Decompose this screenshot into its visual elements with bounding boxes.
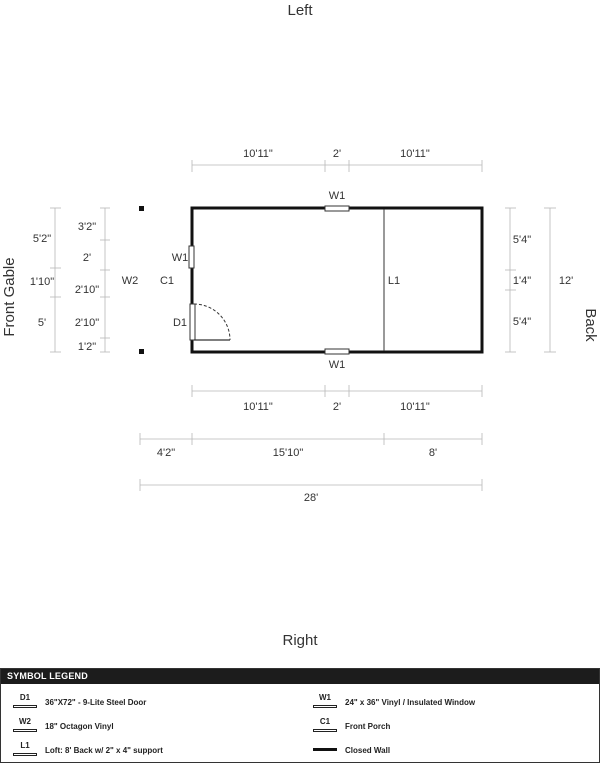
window-w1-top [324,205,350,212]
legend-text: 36"X72" - 9-Lite Steel Door [45,697,147,707]
symbol-w2: W2 [122,275,139,287]
legend-text: 24" x 36" Vinyl / Insulated Window [345,697,476,707]
dimension-left-outer [50,207,61,353]
dim-left-inner-c: 2'10" [75,284,99,296]
window-symbol-icon: W1 [313,693,337,711]
symbol-d1: D1 [173,317,187,329]
dim-left-outer-mid: 1'10" [30,276,54,288]
dimension-left-inner [100,207,110,353]
dimension-sections [139,433,483,445]
dim-left-outer-bot: 5' [38,317,46,329]
porch-post [139,349,144,354]
dim-right-bot: 5'4" [513,316,531,328]
loft-symbol-icon: L1 [13,741,37,759]
dim-total: 28' [304,492,318,504]
dim-porch: 4'2" [157,447,175,459]
side-label-back: Back [582,308,599,342]
legend-text: Closed Wall [345,745,391,755]
legend-item-closed-wall: Closed Wall [313,741,390,759]
closed-wall-symbol-icon [313,741,337,759]
dim-right-total: 12' [559,275,573,287]
legend-code: C1 [319,717,331,726]
window-w1-left [188,245,195,269]
side-label-front-gable: Front Gable [1,257,18,336]
dim-right-top: 5'4" [513,234,531,246]
dim-left-outer-top: 5'2" [33,233,51,245]
porch-symbol-icon: C1 [313,717,337,735]
legend-item-l1: L1 Loft: 8' Back w/ 2" x 4" support [13,741,163,759]
legend-text: Front Porch [345,721,391,731]
symbol-w1-left: W1 [172,252,189,264]
legend-item-w1: W1 24" x 36" Vinyl / Insulated Window [313,693,475,711]
door-d1-swing [193,303,231,341]
dim-top-right: 10'11" [400,148,430,160]
dim-bot-left: 10'11" [243,401,273,413]
legend-code: W1 [319,693,331,702]
dim-right-mid: 1'4" [513,275,531,287]
legend-code: W2 [19,717,31,726]
dimension-right [505,207,556,353]
legend-text: Loft: 8' Back w/ 2" x 4" support [45,745,163,755]
legend-item-d1: D1 36"X72" - 9-Lite Steel Door [13,693,146,711]
dimension-bottom [191,385,483,397]
porch-post [139,206,144,211]
door-symbol-icon: D1 [13,693,37,711]
legend-title: SYMBOL LEGEND [1,669,599,684]
building-walls [190,206,484,354]
symbol-w1-bottom: W1 [329,359,346,371]
dim-bot-right: 10'11" [400,401,430,413]
symbol-l1: L1 [388,275,400,287]
dim-loft: 8' [429,447,437,459]
dim-body: 15'10" [273,447,304,459]
symbol-legend: SYMBOL LEGEND D1 36"X72" - 9-Lite Steel … [0,668,600,763]
side-label-right: Right [282,632,318,649]
dimension-total [139,479,483,491]
legend-item-c1: C1 Front Porch [313,717,390,735]
dim-left-inner-d: 2'10" [75,317,99,329]
dim-left-inner-e: 1'2" [78,341,96,353]
legend-item-w2: W2 18" Octagon Vinyl [13,717,114,735]
dim-left-inner-b: 2' [83,252,91,264]
door-d1-opening [189,303,196,341]
dimension-top [191,160,483,172]
side-label-left: Left [287,2,313,19]
dim-left-inner-a: 3'2" [78,221,96,233]
dim-top-mid: 2' [333,148,341,160]
octagon-window-symbol-icon: W2 [13,717,37,735]
symbol-w1-top: W1 [329,190,346,202]
dim-bot-mid: 2' [333,401,341,413]
legend-code: D1 [19,693,31,702]
legend-text: 18" Octagon Vinyl [45,721,114,731]
dim-top-left: 10'11" [243,148,273,160]
symbol-c1: C1 [160,275,174,287]
legend-code: L1 [20,741,30,750]
window-w1-bottom [324,348,350,355]
floor-plan: Left Right Front Gable Back 10'11" 2' 10… [1,2,599,649]
